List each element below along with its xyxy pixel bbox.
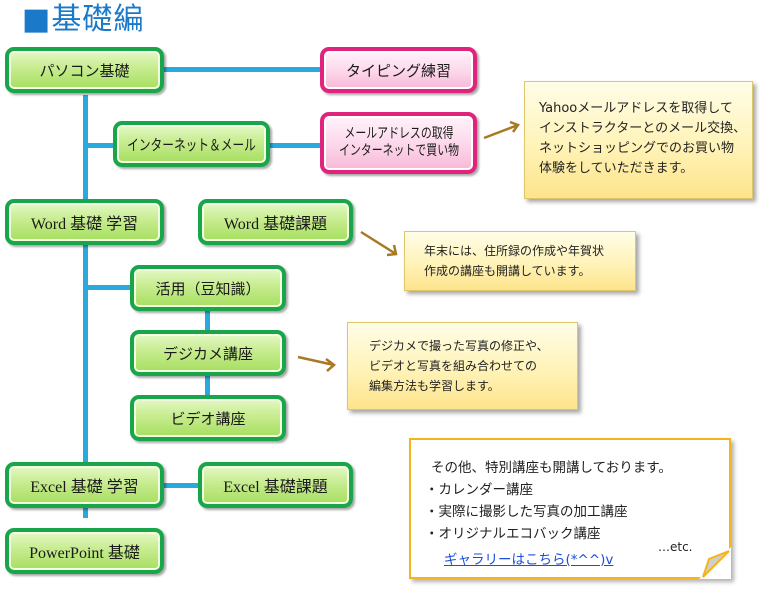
gallery-link[interactable]: ギャラリーはこちら(*^^)v bbox=[444, 552, 614, 568]
node-label: パソコン基礎 bbox=[39, 61, 130, 80]
note-word: 年末には、住所録の作成や年賀状 作成の講座も開講しています。 bbox=[404, 231, 636, 291]
note-line: デジカメで撮った写真の修正や、 bbox=[369, 339, 549, 353]
node-excel-task: Excel 基礎課題 bbox=[198, 462, 353, 508]
arrow-to-word-note bbox=[360, 230, 398, 257]
note-line: Yahooメールアドレスを取得して bbox=[539, 101, 733, 116]
node-video: ビデオ講座 bbox=[130, 395, 286, 441]
note-digicam: デジカメで撮った写真の修正や、 ビデオと写真を組み合わせての 編集方法も学習しま… bbox=[347, 322, 578, 410]
special-courses-panel: その他、特別講座も開講しております。 ・カレンダー講座 ・実際に撮影した写真の加… bbox=[409, 438, 731, 579]
node-label-line2: インターネットで買い物 bbox=[338, 143, 459, 159]
connector-trunk bbox=[83, 95, 88, 465]
connector-trunk-katsuyou bbox=[83, 285, 133, 290]
arrow-to-mail-note bbox=[483, 120, 520, 140]
node-label: デジカメ講座 bbox=[162, 344, 253, 363]
node-label: ビデオ講座 bbox=[170, 409, 246, 428]
note-line: 作成の講座も開講しています。 bbox=[424, 264, 591, 278]
arrow-to-digicam-note bbox=[297, 355, 336, 372]
special-intro: その他、特別講座も開講しております。 bbox=[431, 460, 672, 476]
connector-excel-task bbox=[163, 483, 203, 488]
node-label: Word 基礎 学習 bbox=[30, 216, 139, 233]
node-label: インターネット＆メール bbox=[127, 135, 256, 154]
node-label: Word 基礎課題 bbox=[223, 216, 328, 233]
note-line: 年末には、住所録の作成や年賀状 bbox=[424, 244, 605, 258]
node-label: Excel 基礎課題 bbox=[223, 479, 328, 496]
node-label: PowerPoint 基礎 bbox=[29, 545, 140, 562]
node-powerpoint-basics: PowerPoint 基礎 bbox=[5, 528, 164, 574]
note-line: 体験をしていただきます。 bbox=[539, 161, 694, 176]
page-title: ■基礎編 bbox=[22, 2, 145, 37]
node-word-basics: Word 基礎 学習 bbox=[5, 199, 164, 245]
special-etc: …etc. bbox=[658, 540, 693, 554]
connector-trunk-lower bbox=[83, 500, 88, 518]
page-curl-icon bbox=[699, 547, 731, 579]
connector-internet-mail bbox=[268, 143, 321, 148]
node-typing-practice: タイピング練習 bbox=[320, 47, 477, 93]
node-digicam: デジカメ講座 bbox=[130, 330, 286, 376]
node-internet-mail: インターネット＆メール bbox=[113, 121, 270, 167]
special-item-ecobag: ・オリジナルエコバック講座 bbox=[425, 526, 601, 542]
node-label: Excel 基礎 学習 bbox=[30, 479, 139, 496]
node-pasokon-basics: パソコン基礎 bbox=[5, 47, 164, 93]
node-word-task: Word 基礎課題 bbox=[198, 199, 353, 245]
node-katsuyou: 活用（豆知識） bbox=[130, 265, 286, 311]
connector-pasokon-typing bbox=[163, 67, 321, 72]
node-label-line1: メールアドレスの取得 bbox=[343, 126, 454, 142]
node-excel-basics: Excel 基礎 学習 bbox=[5, 462, 164, 508]
special-item-photo: ・実際に撮影した写真の加工講座 bbox=[425, 504, 628, 520]
special-item-calendar: ・カレンダー講座 bbox=[425, 482, 533, 498]
note-line: ネットショッピングでのお買い物 bbox=[539, 141, 735, 156]
note-line: 編集方法も学習します。 bbox=[369, 379, 500, 393]
node-mail-address-shopping: メールアドレスの取得 インターネットで買い物 bbox=[320, 112, 477, 174]
note-line: インストラクターとのメール交換、 bbox=[539, 121, 747, 136]
note-line: ビデオと写真を組み合わせての bbox=[369, 359, 538, 373]
node-label: 活用（豆知識） bbox=[155, 279, 261, 298]
node-label: タイピング練習 bbox=[345, 61, 451, 80]
note-mail: Yahooメールアドレスを取得して インストラクターとのメール交換、 ネットショ… bbox=[524, 81, 753, 199]
connector-trunk-internet bbox=[83, 143, 115, 148]
